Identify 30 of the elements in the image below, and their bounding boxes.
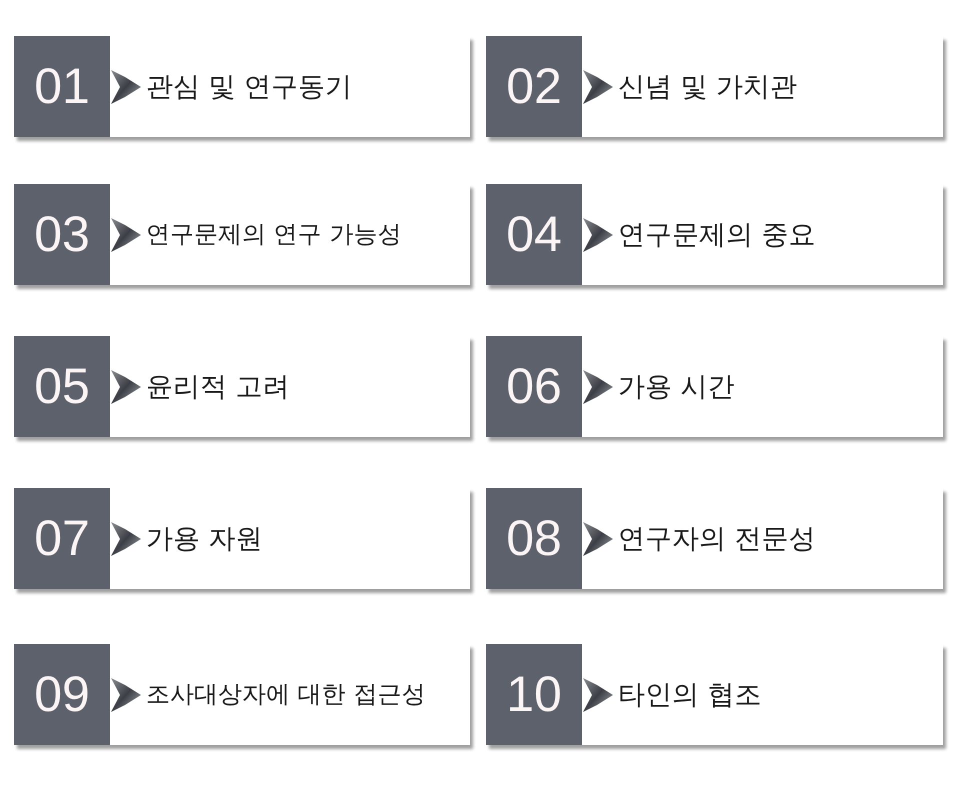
number-tile: 02 — [486, 36, 582, 137]
number-tile: 08 — [486, 488, 582, 589]
card — [14, 36, 470, 137]
card — [14, 644, 470, 745]
number-tile: 09 — [14, 644, 110, 745]
item-label: 윤리적 고려 — [146, 370, 290, 402]
item-label: 연구문제의 연구 가능성 — [146, 220, 402, 248]
number-tile: 01 — [14, 36, 110, 137]
item-label: 연구자의 전문성 — [618, 522, 816, 554]
number-tile: 10 — [486, 644, 582, 745]
number-tile: 03 — [14, 184, 110, 285]
card — [486, 488, 943, 589]
card — [486, 36, 943, 137]
card — [14, 336, 470, 437]
card — [14, 184, 470, 285]
card — [14, 488, 470, 589]
item-label: 가용 시간 — [618, 370, 735, 402]
card — [486, 644, 943, 745]
card — [486, 336, 943, 437]
item-label: 신념 및 가치관 — [618, 70, 798, 102]
number-tile: 05 — [14, 336, 110, 437]
number-tile: 04 — [486, 184, 582, 285]
number-tile: 07 — [14, 488, 110, 589]
number-tile: 06 — [486, 336, 582, 437]
item-label: 가용 자원 — [146, 522, 263, 554]
item-label: 조사대상자에 대한 접근성 — [146, 680, 426, 708]
item-label: 연구문제의 중요 — [618, 218, 816, 250]
item-label: 관심 및 연구동기 — [146, 70, 352, 102]
item-label: 타인의 협조 — [618, 678, 762, 710]
card — [486, 184, 943, 285]
